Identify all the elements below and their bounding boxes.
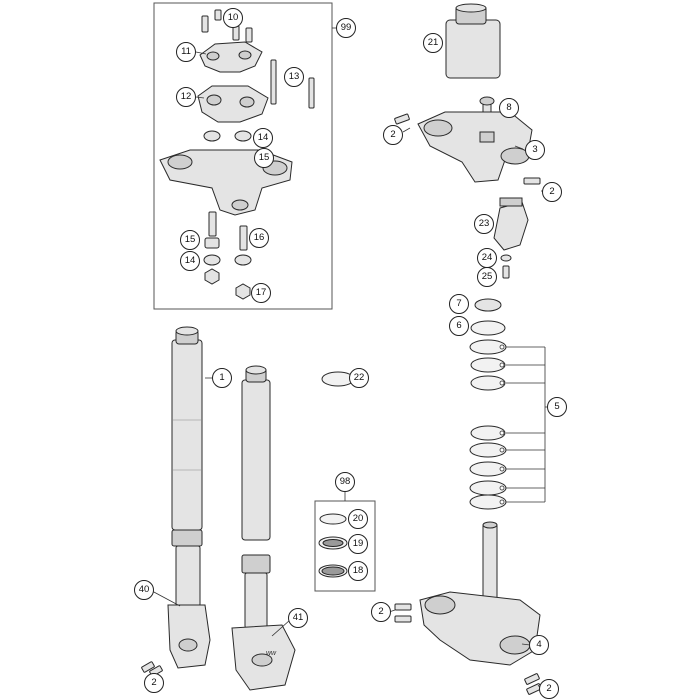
long-bolts-13 bbox=[270, 59, 315, 109]
callout-19: 19 bbox=[348, 534, 368, 554]
callout-12: 12 bbox=[176, 87, 196, 107]
fork-leg-left bbox=[167, 326, 211, 669]
top-triple-clamp bbox=[417, 111, 533, 183]
callout-17: 17 bbox=[251, 283, 271, 303]
group-bracket-5 bbox=[499, 344, 550, 505]
nuts-17 bbox=[204, 268, 251, 300]
bracket-23 bbox=[493, 197, 529, 251]
lower-handlebar-clamp bbox=[197, 85, 269, 123]
callout-2-top-left: 2 bbox=[383, 125, 403, 145]
callout-24: 24 bbox=[477, 248, 497, 268]
fork-leg-right: ww bbox=[231, 365, 296, 691]
top-clamp-bolts-2 bbox=[394, 113, 541, 185]
screw-25 bbox=[502, 265, 510, 279]
callout-2-top-right: 2 bbox=[542, 182, 562, 202]
callout-99: 99 bbox=[336, 18, 356, 38]
callout-18: 18 bbox=[348, 561, 368, 581]
callout-1: 1 bbox=[212, 368, 232, 388]
callout-2-bottom-right: 2 bbox=[539, 679, 559, 699]
lower-washers-14 bbox=[203, 254, 252, 266]
callout-7: 7 bbox=[449, 294, 469, 314]
callout-5: 5 bbox=[547, 397, 567, 417]
callout-13: 13 bbox=[284, 67, 304, 87]
lower-triple-clamp-stem bbox=[419, 521, 541, 666]
callout-8: 8 bbox=[499, 98, 519, 118]
callout-4: 4 bbox=[529, 635, 549, 655]
callout-15-lower: 15 bbox=[180, 230, 200, 250]
kit-99-frame bbox=[153, 2, 333, 310]
callout-3: 3 bbox=[525, 140, 545, 160]
washer-24 bbox=[500, 254, 512, 262]
pins-16 bbox=[208, 211, 248, 251]
callout-11: 11 bbox=[176, 42, 196, 62]
callout-98: 98 bbox=[335, 472, 355, 492]
callout-21: 21 bbox=[423, 33, 443, 53]
washers-14 bbox=[203, 130, 252, 142]
callout-22: 22 bbox=[349, 368, 369, 388]
callout-2-bottom-left: 2 bbox=[144, 673, 164, 693]
callout-14-lower: 14 bbox=[180, 251, 200, 271]
callout-15-upper: 15 bbox=[254, 148, 274, 168]
callout-20: 20 bbox=[348, 509, 368, 529]
callout-16: 16 bbox=[249, 228, 269, 248]
upper-handlebar-clamp bbox=[199, 41, 263, 73]
callout-25: 25 bbox=[477, 267, 497, 287]
kit-bolts-10 bbox=[201, 9, 253, 43]
bolt-8 bbox=[479, 96, 495, 115]
bearing-stack bbox=[469, 298, 507, 510]
callout-10: 10 bbox=[223, 8, 243, 28]
callout-40: 40 bbox=[134, 580, 154, 600]
fork-oil-bottle bbox=[445, 3, 501, 79]
kit-98-seals bbox=[318, 513, 348, 578]
callout-23: 23 bbox=[474, 214, 494, 234]
callout-41: 41 bbox=[288, 608, 308, 628]
callout-2-lower-clamp: 2 bbox=[371, 602, 391, 622]
callout-6: 6 bbox=[449, 316, 469, 336]
callout-14-upper: 14 bbox=[253, 128, 273, 148]
svg-text:ww: ww bbox=[266, 650, 277, 657]
lower-bushings-15 bbox=[204, 237, 220, 249]
